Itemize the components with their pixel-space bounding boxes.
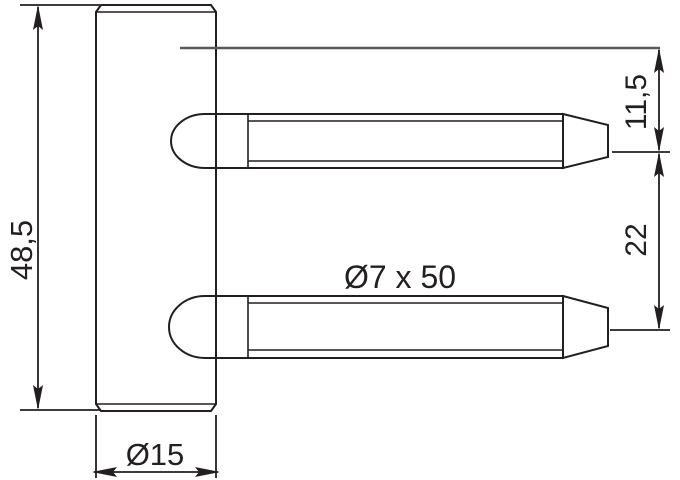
pin-spec-label: Ø7 x 50 bbox=[344, 259, 456, 295]
height-dimension bbox=[20, 4, 100, 411]
height-arrow-bottom bbox=[33, 385, 43, 410]
width-arrow-right bbox=[195, 467, 220, 477]
width-dimension-label: Ø15 bbox=[126, 437, 185, 472]
offset-arrow-bottom bbox=[654, 127, 664, 152]
upper-pin-head bbox=[170, 113, 217, 169]
offset-arrow-top bbox=[654, 48, 664, 73]
width-arrow-left bbox=[92, 467, 117, 477]
height-arrow-top bbox=[33, 5, 43, 30]
lower-pin-head bbox=[168, 295, 217, 359]
upper-pin-taper-tip bbox=[562, 112, 609, 170]
upper-pin-shaft bbox=[215, 113, 564, 169]
lower-pin-taper-tip bbox=[562, 294, 609, 360]
lower-pin-shaft bbox=[215, 295, 564, 359]
spacing-dimension-label: 22 bbox=[620, 223, 653, 256]
offset-dimension bbox=[612, 48, 670, 153]
offset-dimension-label: 11,5 bbox=[620, 74, 653, 130]
lower-pin bbox=[168, 294, 609, 360]
spacing-arrow-bottom bbox=[654, 305, 664, 330]
spacing-dimension bbox=[610, 152, 670, 331]
upper-pin bbox=[170, 112, 609, 170]
width-dimension bbox=[92, 415, 220, 478]
spacing-arrow-top bbox=[654, 152, 664, 177]
height-dimension-label: 48,5 bbox=[4, 220, 39, 280]
